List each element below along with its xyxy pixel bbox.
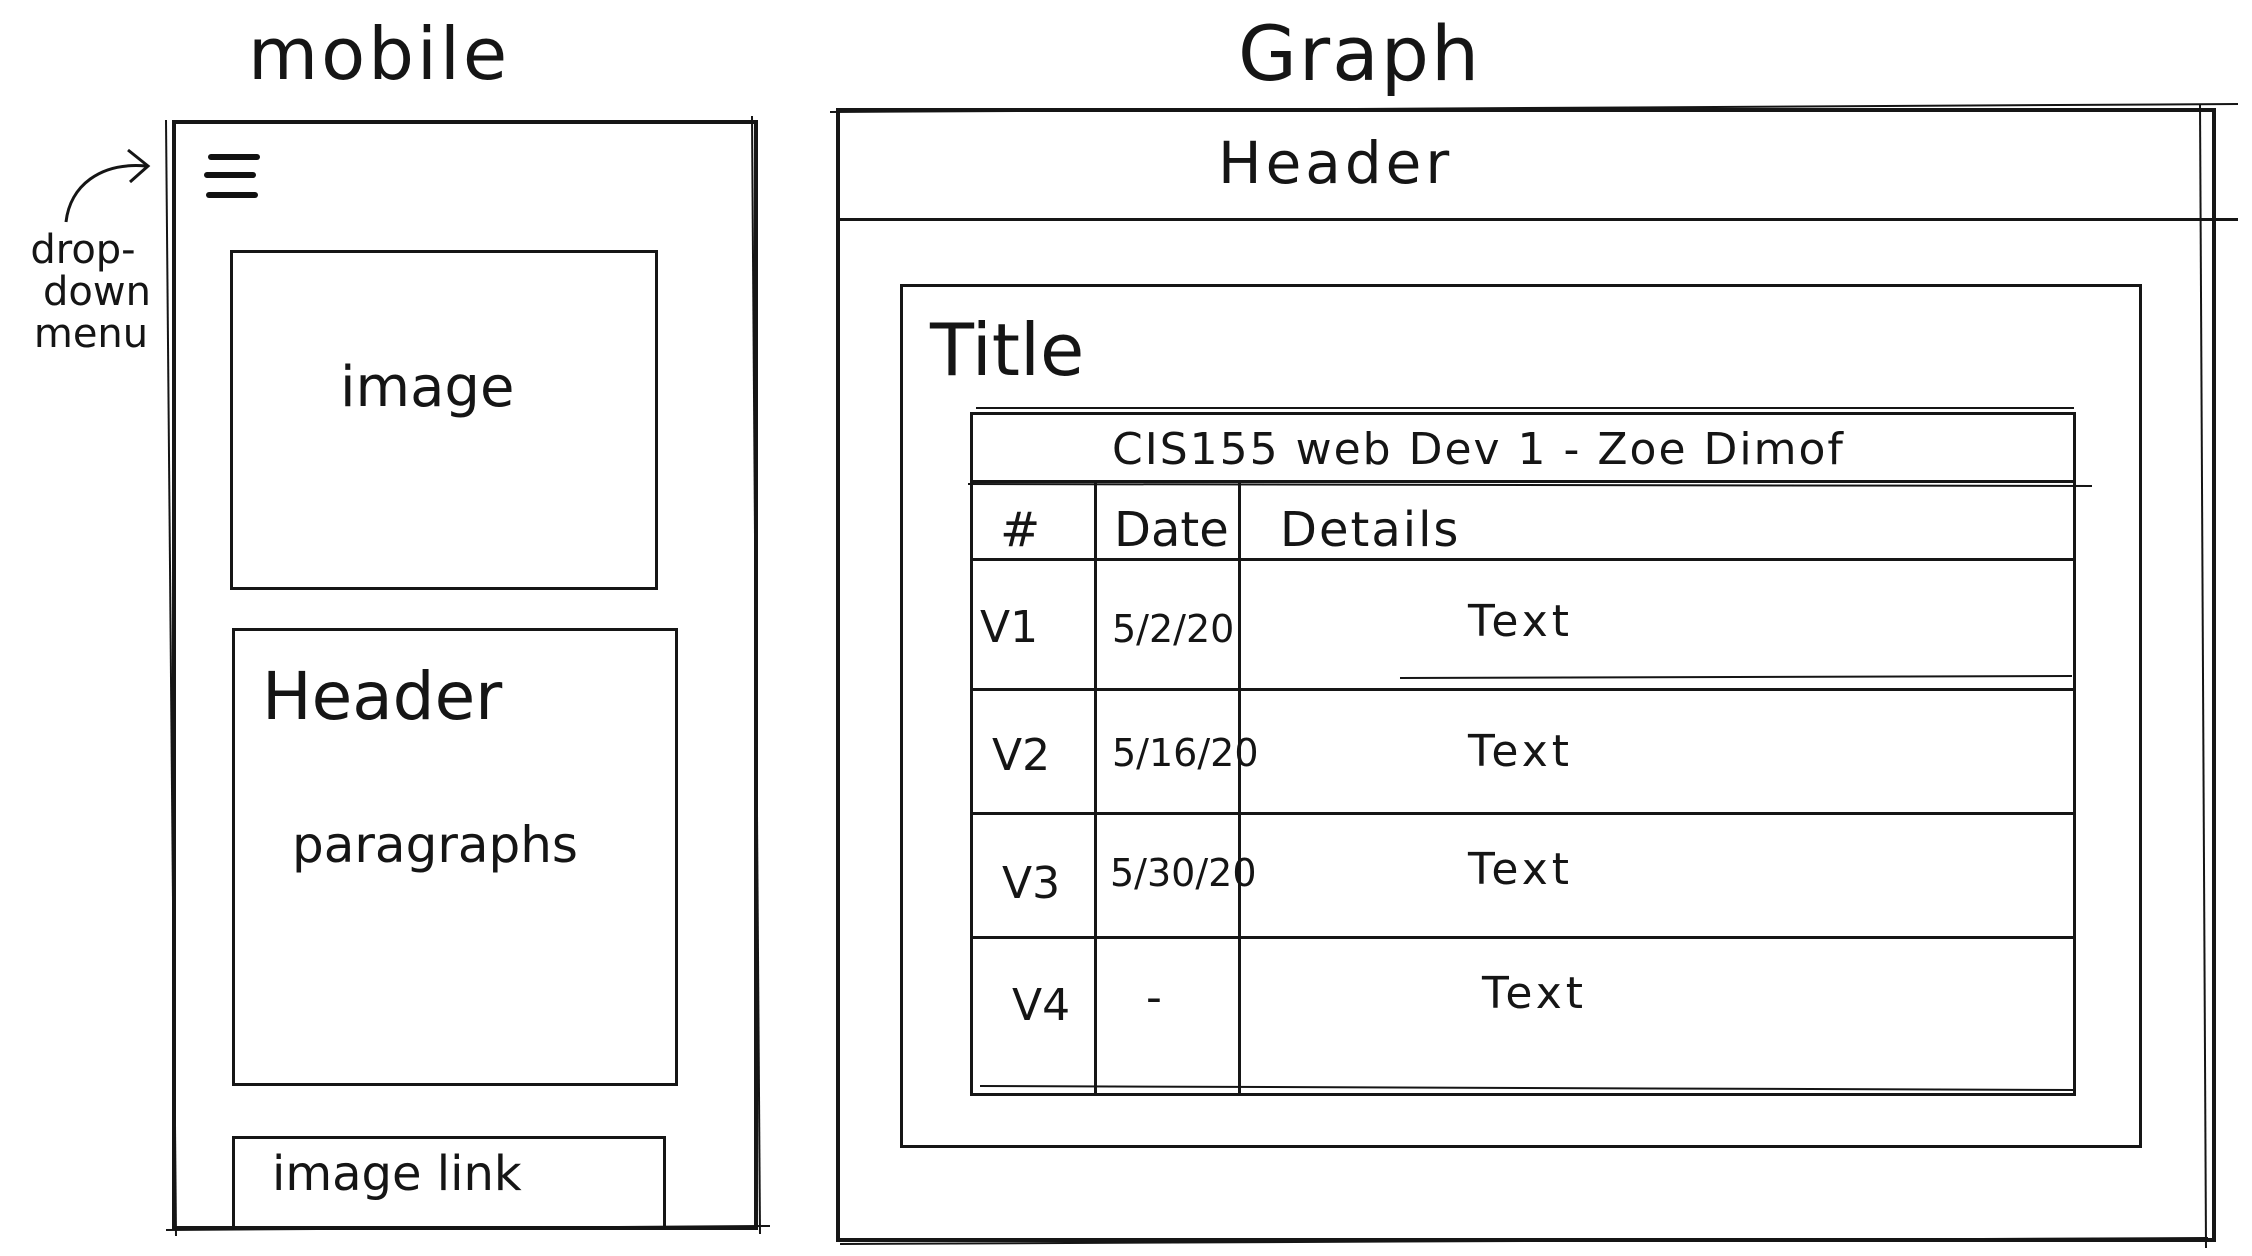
table-row: V2 5/16/20 Text — [970, 688, 2076, 812]
graph-header-divider — [836, 218, 2238, 221]
row-number: V1 — [980, 602, 1039, 653]
table-row: V1 5/2/20 Text — [970, 558, 2076, 688]
mobile-image-placeholder — [230, 250, 658, 590]
mobile-content-header: Header — [262, 658, 503, 735]
table-row: V3 5/30/20 Text — [970, 812, 2076, 936]
mobile-label: mobile — [248, 12, 511, 96]
annotation-arrow-head — [127, 148, 151, 184]
annotation-line-2: down — [43, 269, 151, 315]
graph-section-title: Title — [930, 308, 1085, 392]
row-date: 5/16/20 — [1112, 731, 1259, 775]
schedule-table — [970, 412, 2076, 1096]
caption-divider — [970, 480, 2076, 483]
graph-label: Graph — [1238, 9, 1482, 98]
row-date: 5/30/20 — [1110, 851, 1257, 895]
row-number: V2 — [992, 730, 1051, 781]
annotation-line-3: menu — [33, 311, 149, 357]
row-divider — [970, 688, 2076, 691]
column-header-details: Details — [1280, 502, 1461, 558]
row-details: Text — [1468, 596, 1573, 647]
row-divider — [970, 936, 2076, 939]
row-details: Text — [1482, 968, 1587, 1019]
annotation-arrow — [64, 164, 147, 223]
mobile-image-label: image — [340, 355, 515, 420]
row-date: - — [1146, 972, 1162, 1023]
annotation-line-1: drop- — [30, 227, 136, 273]
table-caption: CIS155 web Dev 1 - Zoe Dimof — [1112, 424, 1845, 475]
mobile-image-link[interactable] — [232, 1136, 666, 1226]
row-divider — [970, 812, 2076, 815]
mobile-content-card — [232, 628, 678, 1086]
dropdown-menu-annotation: drop- down menu — [8, 230, 158, 354]
column-header-number: # — [1000, 502, 1041, 558]
column-divider-2 — [1238, 480, 1241, 1096]
mobile-content-paragraphs: paragraphs — [292, 816, 578, 874]
row-details: Text — [1468, 844, 1573, 895]
column-divider-1 — [1094, 480, 1097, 1096]
mobile-image-link-label[interactable]: image link — [272, 1146, 522, 1202]
column-header-date: Date — [1114, 502, 1229, 558]
row-number: V4 — [1012, 980, 1071, 1031]
graph-content-panel — [900, 284, 2142, 1148]
header-row-divider — [970, 558, 2076, 561]
graph-header: Header — [1218, 129, 1454, 197]
hamburger-menu-icon[interactable] — [204, 150, 264, 206]
row-number: V3 — [1002, 858, 1061, 909]
row-date: 5/2/20 — [1112, 607, 1235, 651]
table-row: V4 - Text — [970, 936, 2076, 1096]
row-details: Text — [1468, 726, 1573, 777]
